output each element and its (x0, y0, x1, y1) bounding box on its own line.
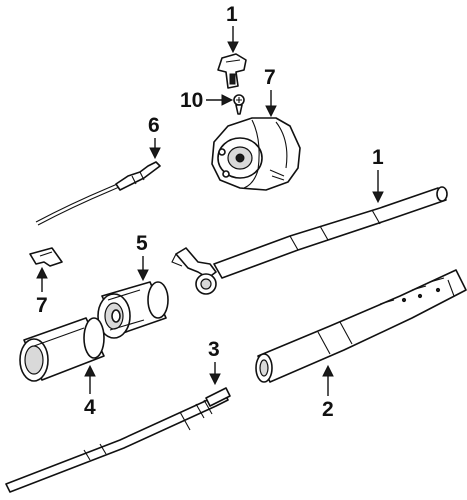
callout-label-10: 10 (180, 89, 203, 112)
part-10-retaining-screw (233, 94, 245, 115)
callout-label-4: 4 (84, 396, 96, 419)
callout-label-1: 1 (372, 146, 384, 169)
callout-3: 3 (208, 338, 221, 386)
part-1-upper-steering-shaft (171, 186, 448, 295)
part-6-shift-cable (35, 161, 161, 226)
part-9-lock-cylinder (217, 53, 247, 89)
callout-6: 6 (148, 114, 161, 160)
callout-10: 10 (180, 89, 234, 112)
part-5-bearing-housing (97, 281, 169, 339)
callout-2: 2 (322, 364, 334, 421)
callout-7: 7 (36, 266, 48, 317)
callout-label-9: 1 (226, 3, 238, 26)
callout-5: 5 (136, 232, 149, 282)
callout-1: 1 (372, 146, 384, 204)
callout-9: 1 (226, 3, 239, 54)
callout-8: 7 (264, 66, 277, 118)
callout-label-7: 7 (36, 294, 48, 317)
part-4-cover-sleeve (19, 317, 105, 382)
part-3-lower-shaft (5, 387, 231, 493)
callout-label-5: 5 (136, 232, 148, 255)
callout-4: 4 (84, 364, 96, 419)
callout-label-8: 7 (264, 66, 276, 89)
callout-label-2: 2 (322, 398, 334, 421)
part-2-column-jacket (255, 269, 467, 383)
callout-label-6: 6 (148, 114, 160, 137)
part-7-retainer-clip (29, 247, 63, 267)
callout-label-3: 3 (208, 338, 220, 361)
part-8-lock-housing (211, 117, 301, 191)
